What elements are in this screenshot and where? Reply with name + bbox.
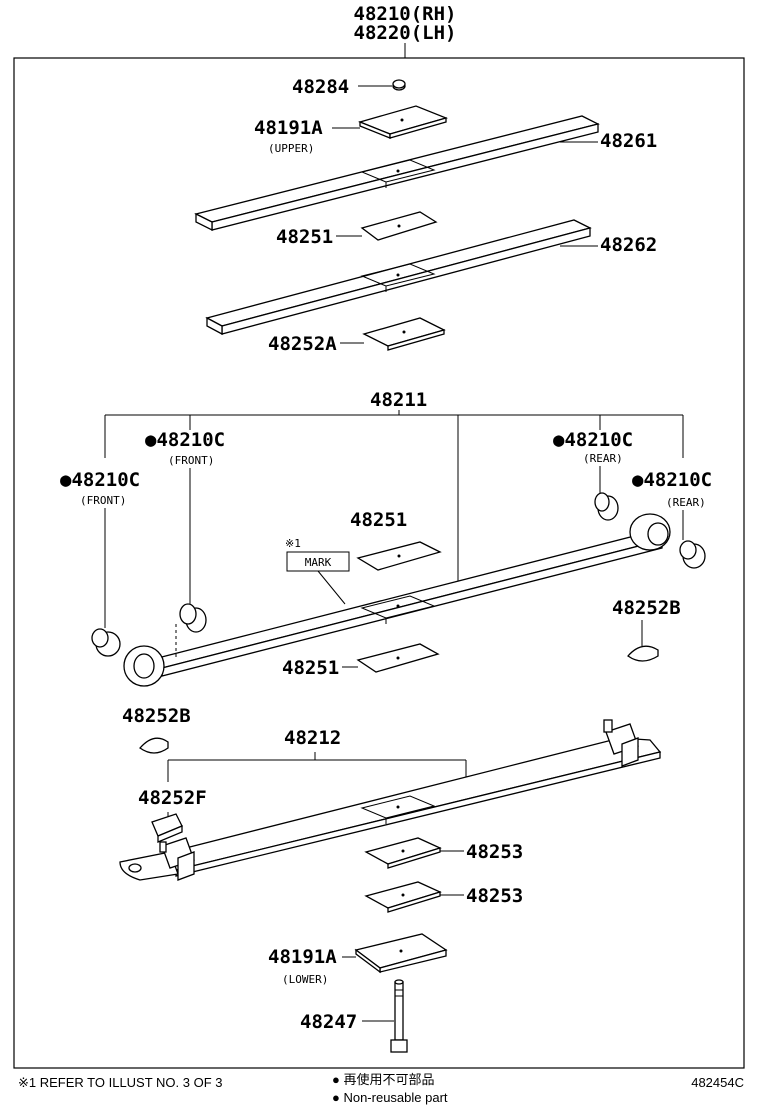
pad-48251-low: [356, 643, 440, 673]
center-bolt-48247: [390, 979, 408, 1053]
bushing-rear-upper: [594, 492, 619, 521]
label-48212[interactable]: 48212: [284, 727, 341, 749]
leader-mark: [317, 570, 346, 605]
note-48210c-front-lower: (FRONT): [80, 494, 126, 507]
label-48251-mid[interactable]: 48251: [350, 509, 407, 531]
bushing-front-lower: [91, 628, 121, 657]
label-48252f[interactable]: 48252F: [138, 787, 207, 809]
label-48247[interactable]: 48247: [300, 1011, 357, 1033]
bumper-48252b-left: [139, 737, 169, 754]
label-48252b-left[interactable]: 48252B: [122, 705, 191, 727]
pad-48252a: [362, 317, 446, 351]
note-ref-1: ※1: [285, 537, 301, 550]
assembly-number-rh[interactable]: 48210(RH): [354, 3, 457, 25]
main-leaf-48211: [123, 513, 671, 687]
label-48191a-lower[interactable]: 48191A: [268, 946, 337, 968]
label-48251-top[interactable]: 48251: [276, 226, 333, 248]
note-48210c-front-upper: (FRONT): [168, 454, 214, 467]
label-48210c-rear-upper[interactable]: ●48210C: [553, 429, 633, 451]
pad-48251-top: [360, 211, 438, 241]
clip-48252f: [151, 813, 183, 843]
spring-seat-upper: [357, 105, 449, 139]
footer-legend-jp: ● 再使用不可部品: [332, 1072, 434, 1087]
pad-48253-upper: [364, 837, 442, 869]
nut-48284: [392, 79, 406, 91]
pad-48251-mid: [356, 541, 442, 571]
bushing-rear-lower: [679, 540, 706, 569]
label-48262[interactable]: 48262: [600, 234, 657, 256]
assembly-frame: [13, 57, 745, 1069]
label-48191a-upper[interactable]: 48191A: [254, 117, 323, 139]
note-48210c-rear-upper: (REAR): [583, 452, 623, 465]
label-48210c-front-upper[interactable]: ●48210C: [145, 429, 225, 451]
label-48253-lower[interactable]: 48253: [466, 885, 523, 907]
note-48191a-lower: (LOWER): [282, 973, 328, 986]
note-48191a-upper: (UPPER): [268, 142, 314, 155]
label-48284[interactable]: 48284: [292, 76, 349, 98]
label-48253-upper[interactable]: 48253: [466, 841, 523, 863]
label-48252a[interactable]: 48252A: [268, 333, 337, 355]
footer-illustration-code: 482454C: [691, 1075, 744, 1090]
mark-label: MARK: [305, 556, 332, 569]
pad-48253-lower: [364, 881, 442, 913]
label-48211[interactable]: 48211: [370, 389, 427, 411]
label-48210c-rear-lower[interactable]: ●48210C: [632, 469, 712, 491]
leaf-48261: [194, 115, 600, 232]
bumper-48252b-right: [627, 645, 659, 662]
footer-legend-en: ● Non-reusable part: [332, 1090, 448, 1105]
bracket-48211: [104, 410, 684, 582]
label-48251-low[interactable]: 48251: [282, 657, 339, 679]
label-48252b-right[interactable]: 48252B: [612, 597, 681, 619]
label-48261[interactable]: 48261: [600, 130, 657, 152]
leaf-48262: [205, 219, 592, 336]
lower-leaf-48212: [119, 719, 662, 881]
note-48210c-rear-lower: (REAR): [666, 496, 706, 509]
label-48210c-front-lower[interactable]: ●48210C: [60, 469, 140, 491]
bracket-48212: [167, 752, 467, 782]
spring-seat-lower: [354, 933, 448, 974]
footer-refer-note: ※1 REFER TO ILLUST NO. 3 OF 3: [18, 1075, 223, 1090]
bushing-front-upper: [179, 603, 207, 633]
assembly-number-lh[interactable]: 48220(LH): [354, 22, 457, 44]
